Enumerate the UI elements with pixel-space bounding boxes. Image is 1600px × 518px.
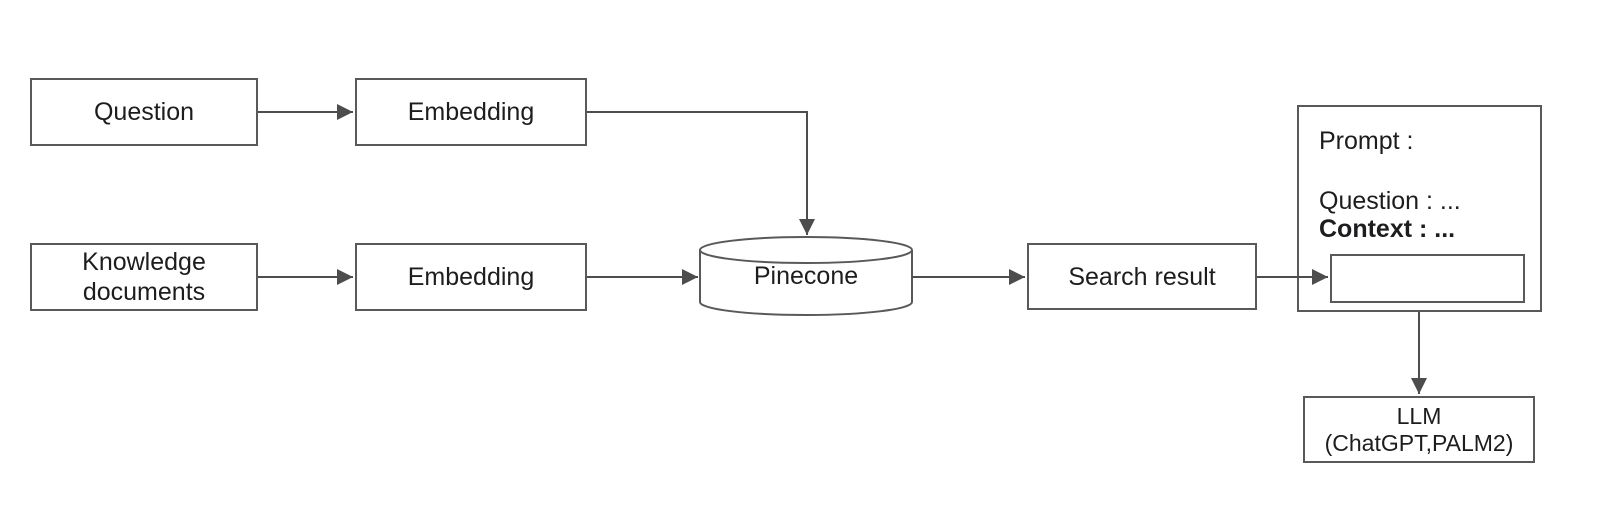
node-knowledge-documents: Knowledge documents — [30, 243, 258, 311]
node-llm-name: LLM — [1396, 402, 1442, 429]
prompt-heading: Prompt : — [1319, 127, 1414, 155]
node-embedding-top-label: Embedding — [407, 98, 535, 126]
arrow-embedding-top-to-pinecone — [587, 111, 815, 235]
prompt-context-line: Context : ... — [1319, 215, 1456, 243]
node-llm-models: (ChatGPT,PALM2) — [1324, 429, 1514, 456]
node-question-label: Question — [93, 98, 195, 126]
node-search-result-label: Search result — [1068, 262, 1216, 291]
node-search-result: Search result — [1027, 243, 1257, 310]
node-embedding-bottom-label: Embedding — [407, 263, 535, 291]
prompt-question-line: Question : ... — [1319, 187, 1461, 215]
prompt-context-slot — [1330, 254, 1525, 303]
node-embedding-bottom: Embedding — [355, 243, 587, 311]
node-pinecone-label: Pinecone — [753, 261, 859, 290]
node-knowledge-documents-label: Knowledge documents — [82, 248, 206, 306]
node-question: Question — [30, 78, 258, 146]
node-embedding-top: Embedding — [355, 78, 587, 146]
node-llm: LLM (ChatGPT,PALM2) — [1303, 396, 1535, 463]
node-prompt: Prompt : Question : ... Context : ... — [1297, 105, 1542, 312]
